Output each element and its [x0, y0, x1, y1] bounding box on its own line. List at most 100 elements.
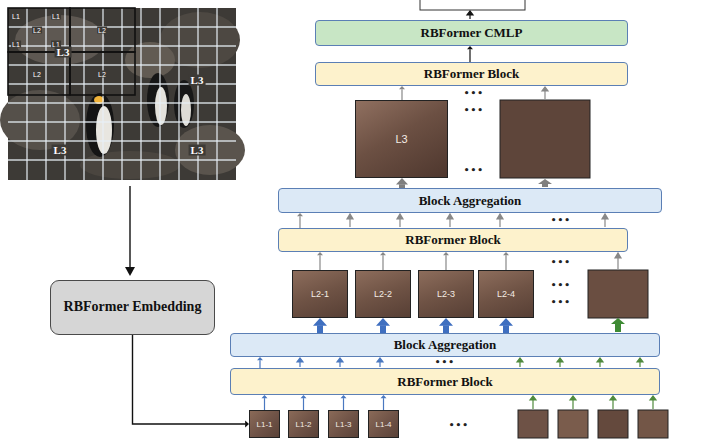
parallel-arrows-part-part: [599, 362, 600, 367]
arrow-head: [503, 252, 509, 255]
parallel-arrows-part-part: [297, 358, 303, 362]
ellipsis-mark: •••: [463, 166, 485, 175]
arrow-line: [264, 398, 265, 410]
parallel-arrows-part-part: [447, 214, 453, 219]
arrow-head: [396, 178, 408, 185]
flow-arrow: [381, 395, 387, 410]
flow-arrows-part: [129, 186, 130, 268]
flow-arrow: [313, 318, 327, 333]
flow-arrow: [341, 395, 347, 410]
arrow-line: [317, 325, 323, 333]
arrow-head: [381, 395, 387, 398]
region-label: L3: [189, 75, 206, 86]
image-patch: L2-2: [355, 270, 411, 318]
arrow-line: [445, 255, 446, 270]
node-text: L2-2: [374, 289, 392, 299]
image-patch: L1-1: [249, 410, 280, 438]
node-text: RBFormer CMLP: [421, 25, 523, 41]
node-text: RBFormer Block: [424, 66, 519, 82]
node-text: Block Aggregation: [419, 193, 522, 209]
ellipsis-mark: •••: [550, 281, 572, 290]
block-box: RBFormer Block: [230, 368, 660, 395]
node-text: RBFormer Block: [397, 374, 492, 390]
parallel-arrows-part-part: [377, 358, 383, 362]
embedding-box: RBFormer Embedding: [50, 280, 215, 335]
arrow-head: [380, 252, 386, 255]
unlabeled-patches-part: [598, 410, 628, 438]
arrow-line: [133, 335, 246, 424]
parallel-arrows-part: [467, 11, 473, 19]
arrow-head: [376, 318, 390, 326]
penguin-photo-part: [80, 151, 180, 179]
node-text: RBFormer Block: [405, 232, 500, 248]
parallel-arrows-part: [297, 358, 383, 367]
arrow-head: [467, 46, 473, 49]
parallel-arrows-part-part: [637, 358, 643, 362]
flow-arrow: [297, 213, 303, 228]
block-box: RBFormer Block: [278, 228, 628, 252]
unlabeled-patches-part: [500, 100, 590, 178]
region-boxes-part: [70, 52, 135, 95]
arrow-head: [262, 395, 268, 398]
parallel-arrows-part-part: [399, 219, 400, 227]
flow-arrow: [439, 318, 453, 333]
parallel-arrows-part-part: [615, 323, 621, 332]
flow-arrow: [503, 252, 509, 270]
flow-arrow: [301, 395, 307, 410]
parallel-arrows-part-part: [557, 358, 563, 362]
ellipsis-mark: •••: [434, 358, 456, 367]
arrow-line: [505, 255, 506, 270]
parallel-arrows-part-part: [379, 362, 380, 367]
unlabeled-patches-part: [588, 270, 648, 318]
penguin-photo-part: [125, 42, 175, 78]
parallel-arrows-part: [611, 318, 625, 332]
unlabeled-patches-part: [558, 410, 588, 438]
parallel-arrows-part-part: [347, 214, 353, 219]
parallel-arrows-part-part: [559, 362, 560, 367]
parallel-arrows-part-part: [617, 258, 618, 269]
parallel-arrows-part-part: [615, 253, 621, 258]
parallel-arrows-part-part: [572, 400, 573, 409]
parallel-arrows-part-part: [299, 362, 300, 367]
penguin-photo-part: [155, 87, 167, 125]
arrow-head: [317, 252, 323, 255]
parallel-arrows-part-part: [449, 219, 450, 227]
flow-arrow: [467, 46, 473, 62]
image-patch: L3: [355, 100, 448, 178]
arrow-head: [499, 318, 513, 326]
arrow-line: [303, 398, 304, 410]
parallel-arrows-part-part: [612, 400, 613, 409]
block-box: RBFormer Block: [315, 62, 628, 86]
flow-arrow: [396, 178, 408, 188]
parallel-arrows-part-part: [397, 214, 403, 219]
region-label: L3: [189, 145, 206, 156]
node-text: L1-3: [335, 420, 351, 429]
arrow-head: [257, 357, 263, 360]
flow-arrow: [376, 318, 390, 333]
node-text: L3: [395, 133, 407, 145]
flow-arrow: [399, 86, 405, 100]
region-boxes-part: [8, 52, 70, 95]
parallel-arrows-part-part: [497, 214, 503, 219]
flow-arrows-part: [125, 267, 135, 276]
region-label: L2: [32, 71, 42, 78]
arrow-line: [299, 216, 300, 228]
arrow-line: [319, 255, 320, 270]
arrow-line: [259, 360, 260, 368]
node-text: L2-1: [311, 289, 329, 299]
parallel-arrows-part-part: [519, 362, 520, 367]
ellipsis-mark: •••: [550, 258, 572, 267]
patch-grid: [8, 8, 236, 180]
penguin-photo-part: [174, 80, 194, 128]
arrow-line: [380, 325, 386, 333]
image-patch: L2-4: [478, 270, 534, 318]
aggregation-box: Block Aggregation: [230, 333, 660, 357]
flow-arrow: [499, 318, 513, 333]
arrow-line: [383, 398, 384, 410]
parallel-arrows-part: [538, 179, 552, 187]
node-text: L2-4: [497, 289, 515, 299]
penguin-photo-part: [175, 125, 245, 175]
image-patch: L2-1: [292, 270, 348, 318]
unlabeled-patches-part: [420, 0, 525, 10]
